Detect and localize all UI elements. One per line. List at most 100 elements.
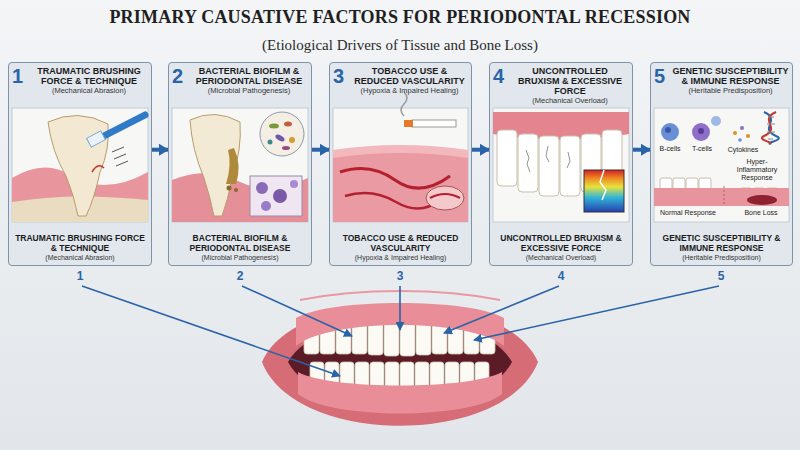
biofilm-illustration bbox=[284, 122, 292, 127]
biofilm-illustration bbox=[256, 182, 268, 194]
panel-ground bbox=[654, 108, 789, 222]
panel-footer: BACTERIAL BIOFILM & PERIODONTAL DISEASE(… bbox=[172, 234, 308, 262]
biofilm-illustration bbox=[268, 140, 273, 145]
panel-heading: GENETIC SUSCEPTIBILITY & IMMUNE RESPONSE bbox=[672, 66, 789, 86]
leader-line bbox=[444, 286, 559, 333]
genetic-illustration bbox=[654, 112, 789, 206]
genetic-illustration bbox=[698, 128, 704, 134]
biofilm-illustration bbox=[260, 112, 304, 156]
panel-ground bbox=[12, 108, 148, 222]
tobacco-illustration bbox=[333, 145, 468, 158]
bruxism-illustration bbox=[584, 170, 624, 212]
genetic-illustration bbox=[767, 117, 775, 139]
panel-subheading: (Microbial Pathogenesis) bbox=[190, 87, 308, 96]
cytokine-label: Cytokines bbox=[724, 146, 762, 154]
panel-header: 2BACTERIAL BIOFILM & PERIODONTAL DISEASE… bbox=[172, 66, 308, 96]
tobacco-illustration bbox=[345, 193, 440, 208]
panel-caption-sub: (Mechanical Abrasion) bbox=[12, 254, 148, 262]
leader-line bbox=[82, 286, 719, 376]
cell-label: T-cells bbox=[688, 145, 716, 153]
genetic-illustration bbox=[740, 126, 744, 130]
biofilm-illustration bbox=[261, 201, 271, 211]
response-label: Normal Response bbox=[656, 209, 720, 217]
leader-line bbox=[474, 286, 719, 340]
step-number: 2 bbox=[172, 66, 190, 86]
biofilm-illustration bbox=[269, 124, 279, 129]
biofilm-illustration bbox=[273, 189, 287, 203]
genetic-illustration bbox=[692, 123, 710, 141]
tobacco-illustration bbox=[401, 92, 407, 116]
flow-arrow bbox=[633, 148, 650, 152]
panel-caption: BACTERIAL BIOFILM & PERIODONTAL DISEASE bbox=[172, 234, 308, 253]
tobacco-illustration bbox=[430, 194, 460, 198]
panel-caption: UNCONTROLLED BRUXISM & EXCESSIVE FORCE bbox=[493, 234, 629, 253]
panel-header: 4UNCONTROLLED BRUXISM & EXCESSIVE FORCE(… bbox=[493, 66, 629, 106]
genetic-illustration bbox=[724, 186, 725, 206]
bruxism-illustration bbox=[600, 170, 606, 200]
biofilm-illustration bbox=[274, 133, 285, 142]
biofilm-illustration bbox=[290, 180, 298, 188]
tobacco-illustration bbox=[412, 120, 456, 127]
step-number: 4 bbox=[493, 66, 511, 86]
brushing-illustration bbox=[112, 147, 128, 166]
tobacco-illustration bbox=[340, 168, 450, 188]
biofilm-illustration bbox=[250, 176, 302, 216]
panel-ground bbox=[172, 108, 308, 222]
brushing-illustration bbox=[100, 115, 145, 138]
panel-caption-sub: (Heritable Predisposition) bbox=[654, 254, 789, 262]
callout-number: 1 bbox=[72, 269, 88, 283]
biofilm-illustration bbox=[227, 186, 232, 191]
panel-heading-block: GENETIC SUSCEPTIBILITY & IMMUNE RESPONSE… bbox=[672, 66, 789, 96]
brushing-illustration bbox=[87, 131, 106, 147]
leader-line bbox=[82, 286, 340, 376]
panel-subheading: (Heritable Predisposition) bbox=[672, 87, 789, 96]
panel-header: 1TRAUMATIC BRUSHING FORCE & TECHNIQUE(Me… bbox=[12, 66, 148, 96]
panel-footer: TOBACCO USE & REDUCED VASCULARITY(Hypoxi… bbox=[333, 234, 468, 262]
factor-panel: 1TRAUMATIC BRUSHING FORCE & TECHNIQUE(Me… bbox=[8, 62, 152, 266]
genetic-illustration bbox=[733, 131, 737, 135]
brushing-illustration bbox=[92, 166, 104, 172]
leader-line bbox=[399, 286, 401, 330]
factor-panel: 2BACTERIAL BIOFILM & PERIODONTAL DISEASE… bbox=[168, 62, 312, 266]
brushing-illustration bbox=[48, 115, 108, 216]
callout-number: 3 bbox=[392, 269, 408, 283]
panel-header: 5GENETIC SUSCEPTIBILITY & IMMUNE RESPONS… bbox=[654, 66, 789, 96]
factor-panel: 4UNCONTROLLED BRUXISM & EXCESSIVE FORCE(… bbox=[489, 62, 633, 266]
flow-arrow bbox=[152, 148, 168, 152]
bruxism-illustration bbox=[518, 134, 538, 192]
mouth-illustration bbox=[298, 372, 502, 414]
bruxism-illustration bbox=[539, 136, 559, 196]
genetic-illustration bbox=[711, 116, 721, 126]
panel-heading-block: BACTERIAL BIOFILM & PERIODONTAL DISEASE(… bbox=[190, 66, 308, 96]
biofilm-illustration bbox=[282, 146, 290, 150]
leader-line bbox=[242, 286, 352, 336]
panel-ground bbox=[168, 62, 312, 266]
tobacco-illustration bbox=[426, 186, 464, 210]
genetic-illustration bbox=[661, 123, 679, 141]
panel-ground bbox=[8, 62, 793, 266]
flow-arrow bbox=[472, 148, 489, 152]
panel-heading-block: TOBACCO USE & REDUCED VASCULARITY(Hypoxi… bbox=[351, 66, 468, 96]
tobacco-illustration bbox=[333, 92, 468, 222]
biofilm-illustration bbox=[190, 114, 240, 216]
step-number: 5 bbox=[654, 66, 672, 86]
biofilm-illustration bbox=[226, 148, 239, 184]
genetic-illustration bbox=[665, 127, 671, 133]
genetic-illustration bbox=[738, 138, 742, 142]
panel-subheading: (Mechanical Abrasion) bbox=[30, 87, 148, 96]
cell-label: B-cells bbox=[655, 145, 685, 153]
panel-header: 3TOBACCO USE & REDUCED VASCULARITY(Hypox… bbox=[333, 66, 468, 96]
panel-ground bbox=[650, 62, 793, 266]
panel-heading: UNCONTROLLED BRUXISM & EXCESSIVE FORCE bbox=[511, 66, 629, 96]
panel-caption-sub: (Microbial Pathogenesis) bbox=[172, 254, 308, 262]
step-number: 3 bbox=[333, 66, 351, 86]
panel-heading-block: TRAUMATIC BRUSHING FORCE & TECHNIQUE(Mec… bbox=[30, 66, 148, 96]
panel-caption-sub: (Hypoxia & Impaired Healing) bbox=[333, 254, 468, 262]
panel-heading: BACTERIAL BIOFILM & PERIODONTAL DISEASE bbox=[190, 66, 308, 86]
panel-heading: TRAUMATIC BRUSHING FORCE & TECHNIQUE bbox=[30, 66, 148, 86]
step-number: 1 bbox=[12, 66, 30, 86]
callout-number: 5 bbox=[713, 269, 729, 283]
genetic-illustration bbox=[746, 134, 750, 138]
brushing-illustration bbox=[12, 115, 148, 222]
diagram-title: PRIMARY CAUSATIVE FACTORS FOR PERIODONTA… bbox=[0, 7, 800, 28]
